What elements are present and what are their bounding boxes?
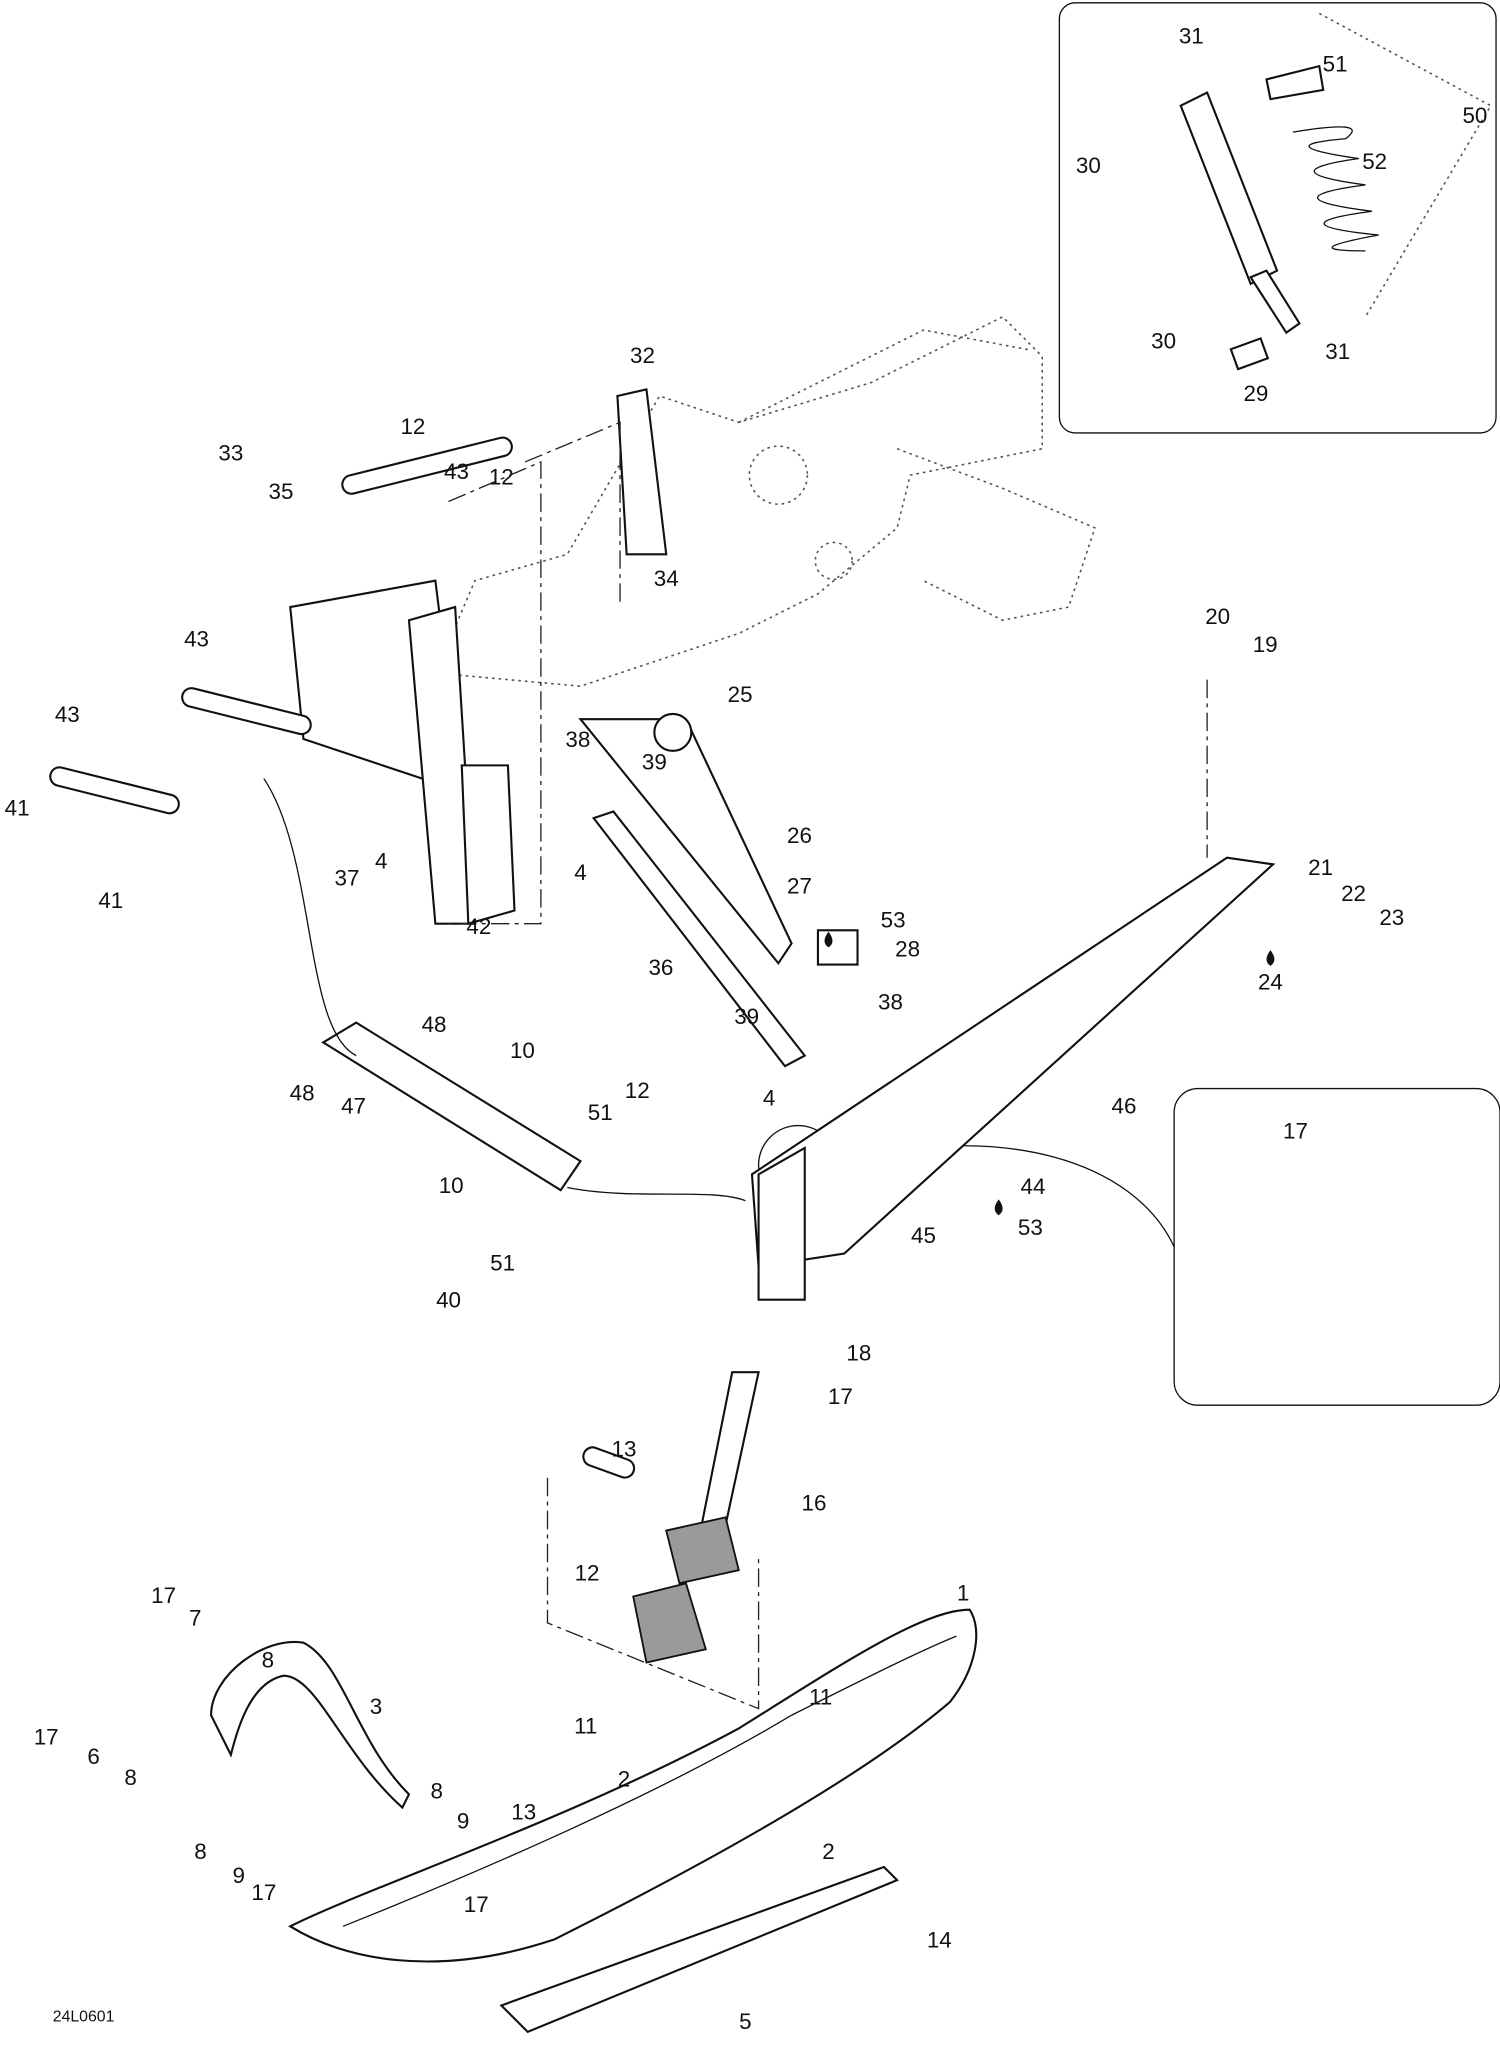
callout-43: 43 <box>444 459 469 484</box>
callout-38: 38 <box>565 727 590 752</box>
drop-icon <box>1266 950 1275 966</box>
callout-42: 42 <box>466 914 491 939</box>
callout-17: 17 <box>464 1892 489 1917</box>
callout-30: 30 <box>1076 153 1101 178</box>
callout-6: 6 <box>87 1744 99 1769</box>
callout-45: 45 <box>911 1223 936 1248</box>
callout-14: 14 <box>927 1927 952 1952</box>
front-bracket <box>49 388 668 926</box>
callout-12: 12 <box>575 1561 600 1586</box>
callout-35: 35 <box>269 479 294 504</box>
steering-arm <box>578 712 859 1068</box>
shock-absorber <box>1179 12 1492 371</box>
shock-inset-box <box>1058 2 1497 434</box>
callout-52: 52 <box>1362 149 1387 174</box>
callout-51: 51 <box>588 1100 613 1125</box>
callout-9: 9 <box>457 1809 469 1834</box>
callout-38: 38 <box>878 989 903 1014</box>
callout-33: 33 <box>218 441 243 466</box>
callout-7: 7 <box>189 1606 201 1631</box>
callout-46: 46 <box>1112 1094 1137 1119</box>
callout-31: 31 <box>1179 24 1204 49</box>
callout-26: 26 <box>787 823 812 848</box>
callout-25: 25 <box>728 682 753 707</box>
callout-39: 39 <box>642 749 667 774</box>
callout-8: 8 <box>430 1778 442 1803</box>
callout-40: 40 <box>436 1288 461 1313</box>
callout-18: 18 <box>846 1340 871 1365</box>
callout-17: 17 <box>151 1583 176 1608</box>
callout-41: 41 <box>98 888 123 913</box>
callout-31: 31 <box>1325 339 1350 364</box>
callout-24: 24 <box>1258 970 1283 995</box>
callout-19: 19 <box>1253 632 1278 657</box>
callout-17: 17 <box>1283 1119 1308 1144</box>
callout-5: 5 <box>739 2009 751 2034</box>
callout-9: 9 <box>233 1863 245 1888</box>
callout-10: 10 <box>510 1038 535 1063</box>
callout-12: 12 <box>489 464 514 489</box>
callout-13: 13 <box>612 1437 637 1462</box>
callout-28: 28 <box>895 937 920 962</box>
loop-3 <box>210 1640 411 1810</box>
frame <box>434 315 1096 688</box>
callout-51: 51 <box>490 1251 515 1276</box>
callout-47: 47 <box>341 1094 366 1119</box>
callout-29: 29 <box>1243 381 1268 406</box>
assembly-arrow <box>263 778 746 1202</box>
callout-11: 11 <box>809 1685 832 1710</box>
callout-23: 23 <box>1379 905 1404 930</box>
spindle-16 <box>582 1371 760 1664</box>
callout-4: 4 <box>574 860 586 885</box>
callout-8: 8 <box>194 1839 206 1864</box>
callout-34: 34 <box>654 566 679 591</box>
callout-41: 41 <box>5 796 30 821</box>
drop-icon <box>824 931 833 948</box>
callout-12: 12 <box>400 414 425 439</box>
callout-37: 37 <box>334 865 359 890</box>
callout-4: 4 <box>763 1086 775 1111</box>
a-arm-46 <box>750 679 1276 1301</box>
illustration-code: 24L0601 <box>53 2008 115 2025</box>
callout-12: 12 <box>625 1078 650 1103</box>
callout-16: 16 <box>802 1491 827 1516</box>
callout-8: 8 <box>262 1648 274 1673</box>
callout-4: 4 <box>375 848 387 873</box>
callout-2: 2 <box>822 1839 834 1864</box>
callout-50: 50 <box>1462 103 1487 128</box>
callout-27: 27 <box>787 873 812 898</box>
callout-17: 17 <box>34 1724 59 1749</box>
drop-icon <box>994 1199 1003 1216</box>
callout-48: 48 <box>422 1012 447 1037</box>
callout-20: 20 <box>1205 604 1230 629</box>
callout-30: 30 <box>1151 328 1176 353</box>
callout-10: 10 <box>439 1173 464 1198</box>
callout-53: 53 <box>1018 1215 1043 1240</box>
callout-48: 48 <box>290 1080 315 1105</box>
callout-51: 51 <box>1323 51 1348 76</box>
callout-21: 21 <box>1308 855 1333 880</box>
callout-36: 36 <box>648 955 673 980</box>
detail-inset-box <box>1173 1087 1500 1406</box>
callout-53: 53 <box>881 908 906 933</box>
ski-1 <box>288 1608 978 2034</box>
callout-44: 44 <box>1021 1174 1046 1199</box>
link-47 <box>321 1021 582 1192</box>
callout-32: 32 <box>630 343 655 368</box>
callout-17: 17 <box>251 1880 276 1905</box>
callout-39: 39 <box>734 1004 759 1029</box>
callout-22: 22 <box>1341 881 1366 906</box>
callout-8: 8 <box>124 1765 136 1790</box>
callout-43: 43 <box>55 702 80 727</box>
callout-43: 43 <box>184 627 209 652</box>
callout-2: 2 <box>618 1766 630 1791</box>
callout-17: 17 <box>828 1384 853 1409</box>
callout-1: 1 <box>957 1580 969 1605</box>
callout-3: 3 <box>370 1694 382 1719</box>
callout-11: 11 <box>574 1714 597 1739</box>
callout-13: 13 <box>511 1799 536 1824</box>
